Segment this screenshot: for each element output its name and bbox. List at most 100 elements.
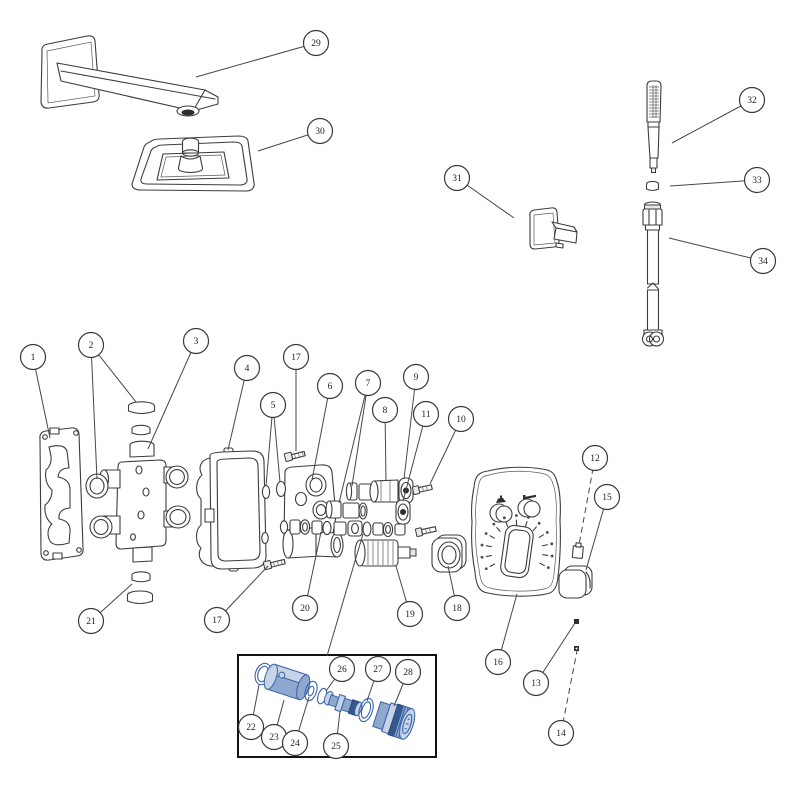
leader-line-29 [195,42,317,78]
set-screw-13-drawing [574,619,579,624]
dial-tick [538,534,544,538]
callout-25: 25 [322,732,350,760]
callout-13: 13 [522,669,550,697]
callout-number: 21 [86,617,96,627]
dial-tick [485,545,492,548]
callout-2: 2 [77,331,105,359]
callout-balloon [581,444,609,472]
callout-balloon [371,396,399,424]
leader-line-6 [311,385,331,481]
callout-balloon [302,29,330,57]
callout-balloon [547,719,575,747]
dial-scale-mark [480,543,484,547]
cartridge-row-bottom-drawing [279,519,406,538]
callout-16: 16 [484,648,512,676]
callout-balloon [203,606,231,634]
leader-line-7 [351,382,369,487]
callout-17: 17 [203,606,231,634]
wand-spray-hatch [649,85,659,118]
shower-head-drawing [131,135,255,192]
callout-21: 21 [77,607,105,635]
callout-number: 23 [269,733,279,743]
hand-shower-icon [523,494,536,500]
callout-balloon [484,648,512,676]
mounting-plate-drawing [39,427,84,561]
leader-line-7 [338,382,369,504]
hand-shower-wand-drawing [646,80,662,173]
leader-line-1 [32,356,51,439]
callout-10: 10 [447,405,475,433]
trim-plate-drawing [471,466,561,597]
dial-tick [485,555,492,558]
callout-3: 3 [182,327,210,355]
callout-balloon [443,164,471,192]
callout-balloon [316,372,344,400]
set-screw-14-drawing [574,646,579,651]
callout-26: 26 [328,655,356,683]
thermostatic-cartridge-drawing [354,539,417,567]
dial-tick [524,521,528,527]
callout-number: 34 [758,257,768,267]
callout-number: 6 [328,382,333,392]
leader-line-5 [265,404,274,487]
cartridge-row-mid-drawing [325,499,411,525]
hose-seal-drawing [645,180,660,192]
cover-screw-bottom-drawing [262,558,286,571]
callout-number: 4 [245,364,250,374]
callout-number: 33 [752,176,762,186]
callout-number: 5 [271,401,276,411]
callout-balloon [259,391,287,419]
check-valve-screw-drawing [411,484,433,496]
dial-tick [496,526,501,532]
leader-line-2 [90,344,98,480]
callout-number: 1 [31,353,36,363]
callout-balloon [354,369,382,397]
callout-4: 4 [233,354,261,382]
callout-30: 30 [306,117,334,145]
dial-scale-mark [514,514,518,517]
callout-number: 31 [452,174,462,184]
leader-line-9 [403,376,417,480]
callout-23: 23 [260,723,288,751]
leader-line-3 [147,340,197,450]
callout-balloon [396,600,424,628]
dial-tick [532,526,537,532]
dial-scale-mark [550,554,554,558]
cover-screw-top-drawing [283,450,306,462]
callout-22: 22 [237,713,265,741]
callout-balloon [743,166,771,194]
callout-balloon [328,655,356,683]
callout-balloon [749,247,777,275]
callout-28: 28 [394,658,422,686]
temperature-dial-ticks [480,514,554,571]
callout-balloon [306,117,334,145]
callout-balloon [447,405,475,433]
dial-scale-mark [484,532,488,535]
callout-7: 7 [354,369,382,397]
callout-balloon [364,655,392,683]
detail-link-line [326,533,364,657]
callout-20: 20 [291,594,319,622]
cartridge-detail-box [237,654,437,758]
detail-cartridge-body-23 [263,663,311,701]
callout-balloon [182,327,210,355]
callout-11: 11 [412,400,440,428]
callout-number: 8 [383,406,388,416]
callout-31: 31 [443,164,471,192]
callout-18: 18 [443,594,471,622]
bonnet-nut-drawing [431,534,467,573]
callout-balloon [322,732,350,760]
callout-14: 14 [547,719,575,747]
callout-5: 5 [259,391,287,419]
leader-line-11 [402,413,427,502]
leader-line-4 [227,367,248,451]
dial-scale-mark [480,555,484,559]
callout-number: 2 [89,341,94,351]
callout-number: 11 [421,410,430,420]
valve-body-drawing [85,440,191,563]
callout-balloon [237,713,265,741]
callout-balloon [593,483,621,511]
rain-shower-icon [496,495,506,503]
callout-number: 17 [212,616,222,626]
